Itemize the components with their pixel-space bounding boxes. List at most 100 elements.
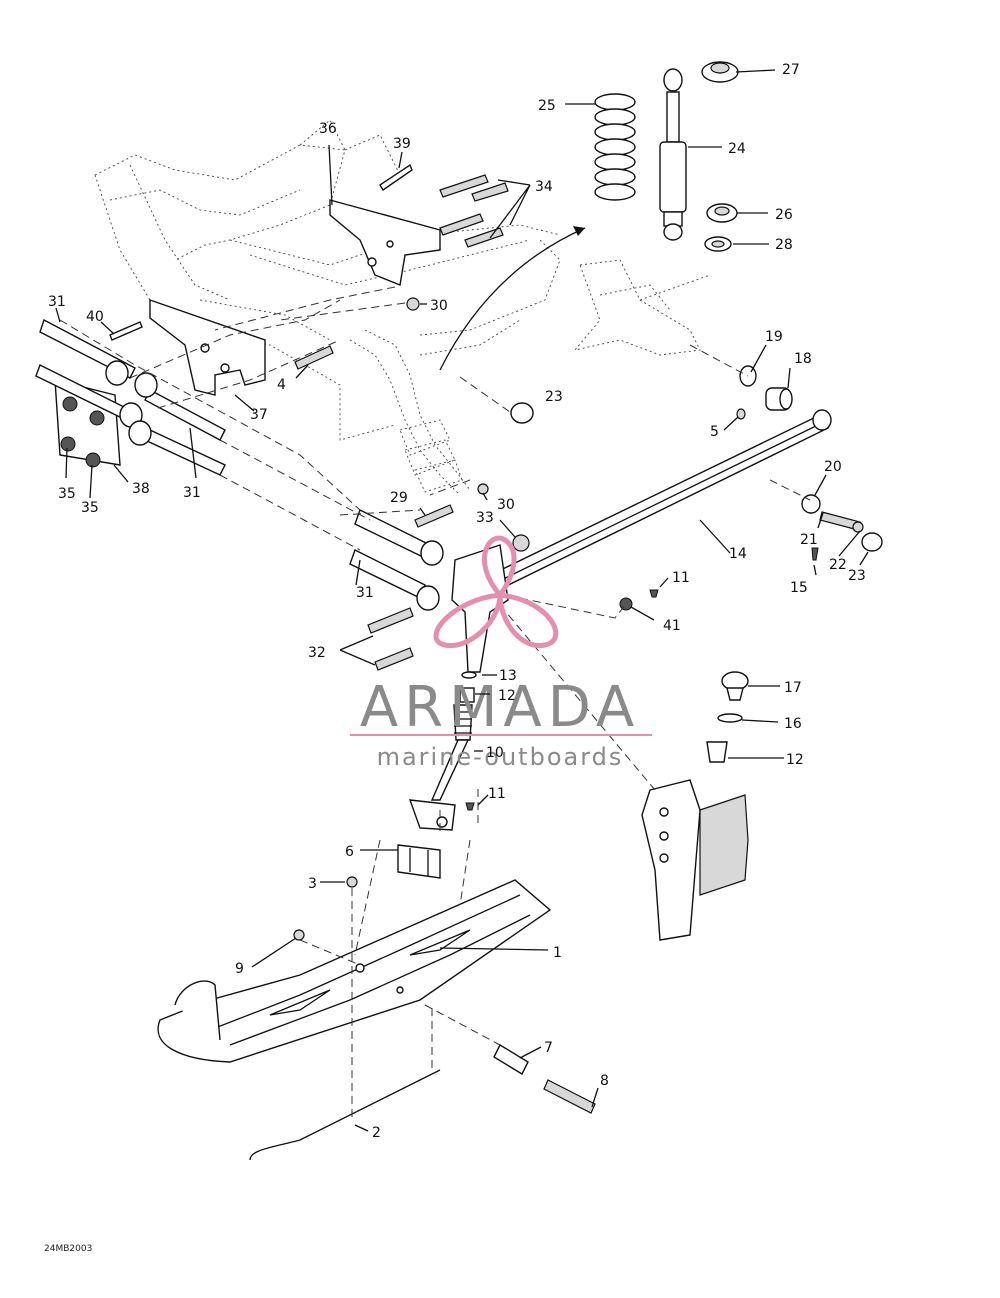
callout-14: 14	[729, 546, 747, 562]
callout-33: 33	[476, 510, 494, 526]
callout-27: 27	[782, 62, 800, 78]
part-33-bushing	[512, 534, 530, 552]
callout-31-left: 31	[48, 294, 66, 310]
callout-35-left: 35	[58, 486, 76, 502]
part-40-pin	[109, 321, 143, 341]
part-7-spacer	[493, 1044, 529, 1075]
callout-16: 16	[784, 716, 802, 732]
part-22-nut	[852, 521, 864, 533]
part-18-bushing	[765, 387, 793, 411]
part-13-ring	[461, 671, 477, 679]
callout-12-upper: 12	[498, 688, 516, 704]
part-26-washer	[706, 203, 738, 223]
callout-1: 1	[553, 945, 562, 961]
callout-12-lower: 12	[786, 752, 804, 768]
callout-8: 8	[600, 1073, 609, 1089]
callout-6: 6	[345, 844, 354, 860]
part-1-ski	[157, 879, 552, 1063]
callout-5: 5	[710, 424, 719, 440]
part-24-shock-absorber	[659, 68, 687, 241]
callout-10: 10	[486, 745, 504, 761]
part-12-bushing-right	[706, 741, 728, 763]
callout-38: 38	[132, 481, 150, 497]
callout-21: 21	[800, 532, 818, 548]
callout-26: 26	[775, 207, 793, 223]
callout-36: 36	[319, 121, 337, 137]
part-ski-leg	[408, 799, 456, 831]
part-17-cap	[721, 671, 749, 701]
part-34-screws	[439, 174, 509, 248]
part-14-tie-rod	[479, 409, 832, 596]
part-2-wear-bar	[249, 1069, 441, 1161]
reference-arrow-head	[573, 226, 585, 236]
part-41-nut	[619, 597, 633, 611]
callout-40: 40	[86, 309, 104, 325]
part-25-spring	[594, 93, 636, 201]
part-29-screw	[414, 504, 454, 528]
callout-31-right: 31	[356, 585, 374, 601]
part-8-bolt	[543, 1079, 596, 1114]
part-10-spindle	[430, 544, 509, 801]
assembly-lines	[59, 286, 811, 1120]
reference-arrow	[439, 227, 586, 371]
armada-logo-icon	[433, 535, 559, 648]
part-6-cushion	[397, 844, 441, 879]
part-11-pin-upper	[649, 589, 659, 598]
callout-2: 2	[372, 1125, 381, 1141]
callout-24: 24	[728, 141, 746, 157]
callout-20: 20	[824, 459, 842, 475]
callout-7: 7	[544, 1040, 553, 1056]
part-27-cap	[701, 61, 739, 83]
part-28-washer	[704, 236, 732, 252]
callout-35-lower: 35	[81, 500, 99, 516]
callout-leaders	[55, 69, 869, 1132]
part-39-pin	[379, 163, 413, 191]
callout-31-middle: 31	[183, 485, 201, 501]
drawing-code: 24MB2003	[44, 1244, 93, 1254]
part-3-nut	[346, 876, 358, 888]
callout-labels: 1 2 3 4 5 6 7 8 9 10 11 11 12 12 13 14 1…	[48, 62, 866, 1141]
callout-29: 29	[390, 490, 408, 506]
callout-3: 3	[308, 876, 317, 892]
callout-23-lower: 23	[848, 568, 866, 584]
callout-25: 25	[538, 98, 556, 114]
callout-17: 17	[784, 680, 802, 696]
callout-41: 41	[663, 618, 681, 634]
callout-32: 32	[308, 645, 326, 661]
callout-11-upper: 11	[672, 570, 690, 586]
callout-30-lower: 30	[497, 497, 515, 513]
part-30-nut-upper	[406, 297, 420, 311]
part-23-plug-lower	[861, 532, 883, 552]
part-5-clip	[736, 408, 746, 420]
watermark-rule	[350, 734, 652, 736]
part-9-nut	[293, 929, 305, 941]
callout-13: 13	[499, 668, 517, 684]
callout-34: 34	[535, 179, 553, 195]
part-30-nut-lower	[477, 483, 489, 495]
callout-30-upper: 30	[430, 298, 448, 314]
part-32-screws	[367, 607, 414, 671]
callout-23-upper: 23	[545, 389, 563, 405]
callout-4: 4	[277, 377, 286, 393]
part-16-ring	[717, 713, 743, 723]
callout-9: 9	[235, 961, 244, 977]
part-15-pin	[811, 547, 819, 561]
part-37-bracket	[149, 299, 266, 396]
watermark-title: ARMADA	[360, 675, 640, 740]
part-4-screw	[294, 345, 334, 370]
part-spindle-housing	[641, 779, 749, 941]
callout-28: 28	[775, 237, 793, 253]
callout-22: 22	[829, 557, 847, 573]
part-20-washer	[801, 494, 821, 514]
rod-bushings	[105, 360, 444, 611]
callout-39: 39	[393, 136, 411, 152]
watermark-subtitle: marine-outboards	[377, 743, 624, 771]
callout-37: 37	[250, 407, 268, 423]
callout-19: 19	[765, 329, 783, 345]
callout-15: 15	[790, 580, 808, 596]
callout-18: 18	[794, 351, 812, 367]
callout-11-lower: 11	[488, 786, 506, 802]
part-23-plug-upper	[510, 402, 534, 424]
part-36-bracket	[329, 199, 441, 286]
